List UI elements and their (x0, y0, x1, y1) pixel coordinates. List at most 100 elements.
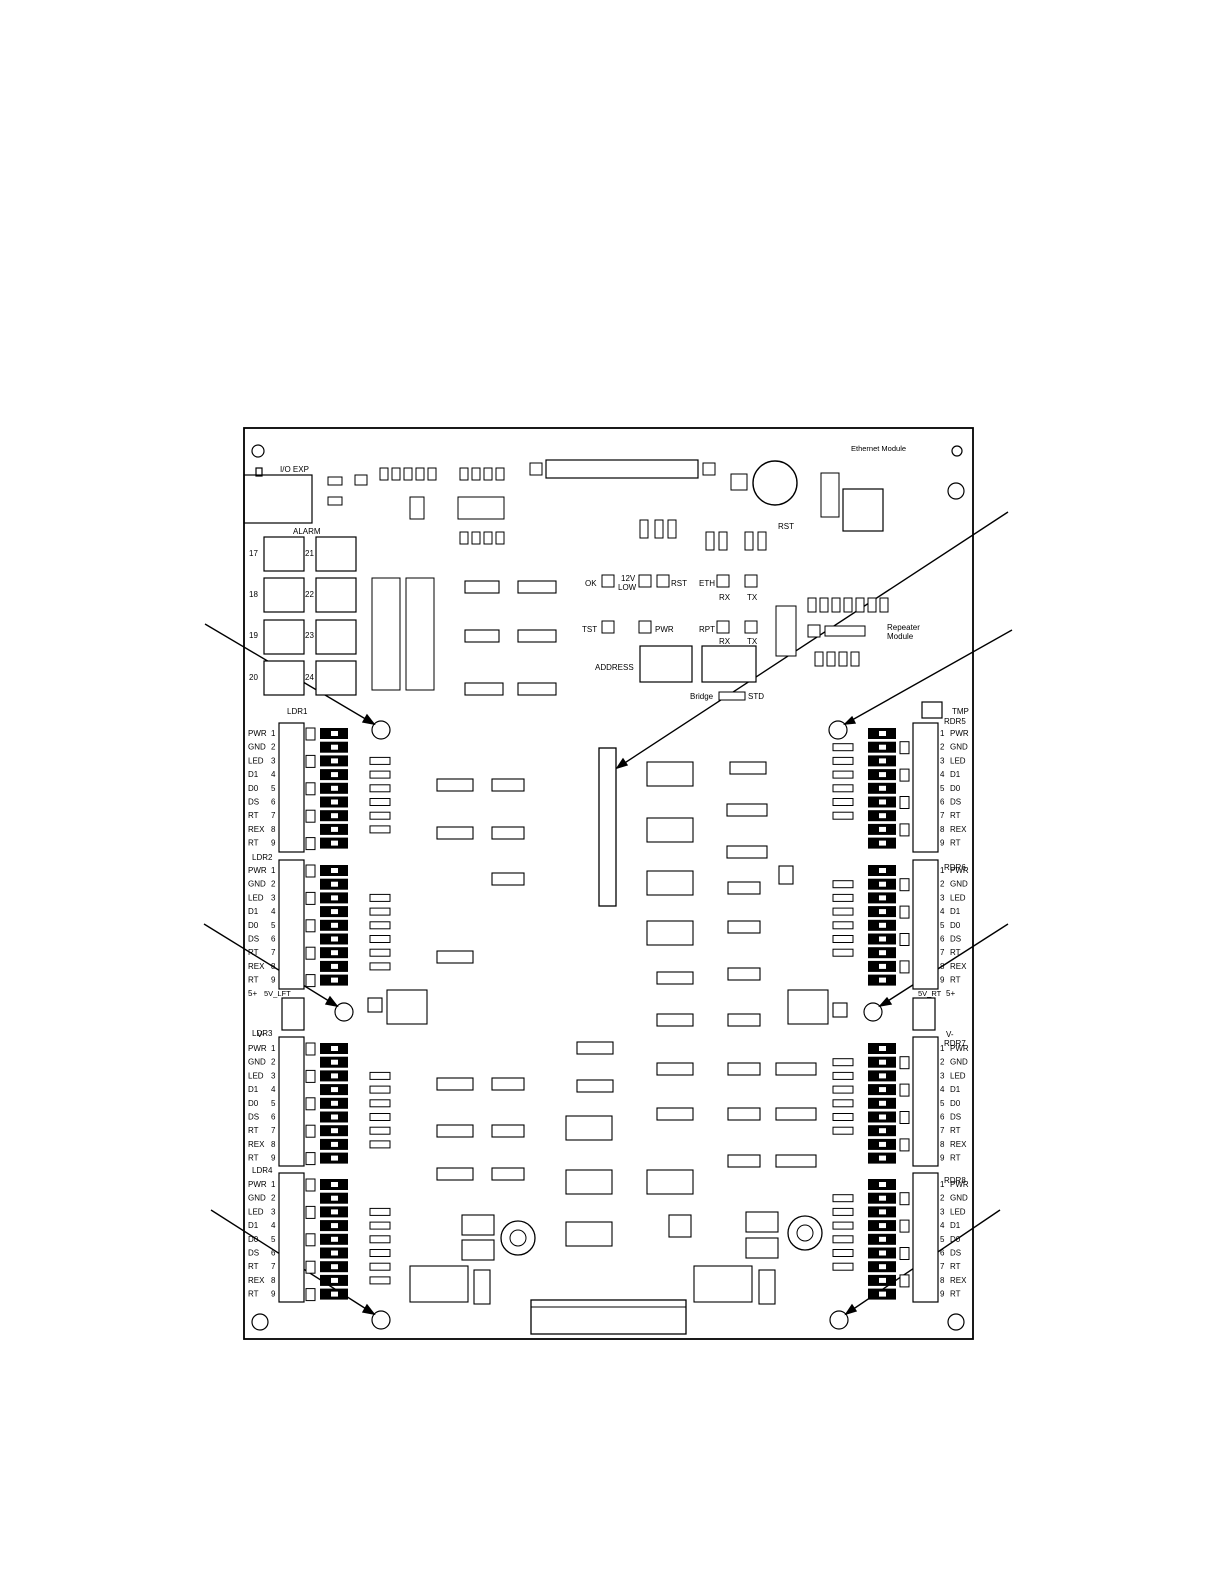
cap-left (305, 1124, 316, 1138)
diode-right-mark (879, 1291, 886, 1297)
reader-name-left: LDR3 (252, 1029, 273, 1038)
alarm-num-20: 20 (249, 673, 258, 682)
reader-pin-number-left: 5 (271, 784, 276, 793)
cap-left (305, 864, 316, 878)
resistor-right (832, 784, 854, 793)
diode-right-mark (879, 922, 886, 928)
reader-pin-number-right: 9 (940, 839, 945, 848)
diode-right-mark (879, 840, 886, 846)
reader-pin-number-right: 1 (940, 1044, 945, 1053)
reader-name-left: LDR2 (252, 853, 273, 862)
reader-pin-number-right: 8 (940, 962, 945, 971)
reader-pin-number-left: 6 (271, 1249, 276, 1258)
diode-right-mark (879, 785, 886, 791)
reader-pin-left: RT (248, 1290, 259, 1299)
reader-pin-number-left: 7 (271, 811, 276, 820)
resistor-column-left (305, 727, 391, 1302)
resistor-right (832, 1113, 854, 1121)
reader-pin-number-right: 6 (940, 1113, 945, 1122)
reader-pin-number-right: 6 (940, 798, 945, 807)
resistor-right (832, 948, 854, 957)
reader-pin-number-right: 9 (940, 1154, 945, 1163)
arrow-5 (879, 923, 1009, 1007)
reader-name-left: LDR4 (252, 1166, 273, 1175)
reader-name-right: RDR8 (944, 1176, 966, 1185)
reader-pin-number-left: 4 (271, 907, 276, 916)
reader-pin-left: LED (248, 1207, 264, 1216)
resistor-left (369, 770, 391, 779)
reader-pin-number-left: 9 (271, 1154, 276, 1163)
resistor-left (369, 825, 391, 834)
twelve-v-label: 12V (621, 574, 636, 583)
cap-right (899, 878, 910, 892)
resistor-right (832, 1262, 854, 1271)
alarm-num-19: 19 (249, 631, 258, 640)
reader-pin-right: PWR (950, 866, 969, 875)
cap-left (305, 1069, 316, 1083)
diode-right-mark (879, 977, 886, 983)
resistor-right (832, 1194, 854, 1203)
resistor-right (832, 1249, 854, 1257)
diode-left-mark (331, 1100, 338, 1106)
header-jp9 (545, 459, 699, 479)
reader-pin-number-right: 2 (940, 1194, 945, 1203)
tmp-switch (921, 701, 943, 719)
diode-right-mark (879, 936, 886, 942)
ethernet-chip (842, 488, 884, 532)
reader-pin-right: RT (950, 1126, 961, 1135)
address-label: ADDRESS (595, 663, 634, 672)
resistor-left (369, 1276, 391, 1285)
resistor-left (369, 1249, 391, 1257)
reader-pin-left: D0 (248, 921, 259, 930)
rst-button-label: RST (778, 522, 794, 531)
diode-column-left (320, 728, 348, 1300)
diode-left-mark (331, 1277, 338, 1283)
alarm-num-17: 17 (249, 549, 258, 558)
corner-hole-tl (251, 444, 265, 458)
resistor-left (369, 1140, 391, 1149)
diode-right-mark (879, 1236, 886, 1242)
reader-pin-left: RT (248, 948, 259, 957)
diode-right-mark (879, 1264, 886, 1270)
cap-right (899, 823, 910, 837)
reader-pin-number-right: 8 (940, 1276, 945, 1285)
reader-pin-number-right: 1 (940, 866, 945, 875)
reader-pin-number-left: 4 (271, 1085, 276, 1094)
reader-pin-left: REX (248, 825, 265, 834)
diode-left-mark (331, 1209, 338, 1215)
reader-pin-left: RT (248, 976, 259, 985)
reader-pin-right: RT (950, 1290, 961, 1299)
reader-pin-number-left: 7 (271, 1262, 276, 1271)
diode-right-mark (879, 1073, 886, 1079)
reader-pin-left: GND (248, 1058, 266, 1067)
corner-hole-tr (947, 482, 965, 500)
reader-pin-left: GND (248, 743, 266, 752)
reader-pin-number-right: 7 (940, 948, 945, 957)
diode-left-mark (331, 758, 338, 764)
reader-pin-right: GND (950, 1058, 968, 1067)
reader-pin-left: DS (248, 1113, 259, 1122)
reader-pin-number-left: 9 (271, 1290, 276, 1299)
reader-pin-number-left: 1 (271, 729, 276, 738)
reader-pin-right: GND (950, 743, 968, 752)
reader-pin-left: D1 (248, 770, 259, 779)
reader-pin-right: D0 (950, 921, 961, 930)
reader-pin-right: D1 (950, 1085, 961, 1094)
diode-right-mark (879, 1046, 886, 1051)
diode-left-mark (331, 785, 338, 791)
reader-pin-right: RT (950, 948, 961, 957)
ok-label: OK (585, 579, 597, 588)
reader-pin-right: D0 (950, 1099, 961, 1108)
reader-pin-number-right: 4 (940, 1085, 945, 1094)
reader-pin-right: REX (950, 962, 967, 971)
resistor-right (832, 907, 854, 916)
diode-right-mark (879, 1087, 886, 1093)
alarm-label: ALARM (293, 527, 321, 536)
reader-pin-number-right: 8 (940, 825, 945, 834)
reader-pin-number-right: 3 (940, 756, 945, 765)
mount-hole-4 (863, 1002, 883, 1022)
io-exp-connector (243, 467, 313, 524)
cap-right (899, 741, 910, 755)
bridge-jumper (718, 691, 746, 701)
low-label: LOW (618, 583, 637, 592)
